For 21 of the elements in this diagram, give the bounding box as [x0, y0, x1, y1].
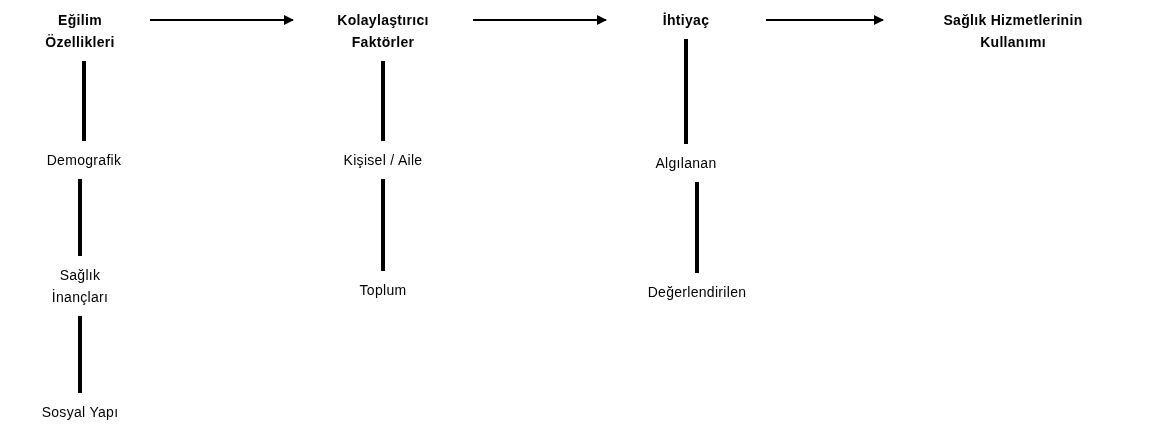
connector-line	[78, 179, 82, 256]
arrow	[765, 15, 884, 25]
connector-line	[82, 61, 86, 141]
item-label: Sosyal Yapı	[40, 403, 120, 422]
heading-label: Sağlık Hizmetlerinin Kullanımı	[942, 11, 1084, 52]
heading-label: Eğilim Özellikleri	[44, 11, 116, 52]
item-label: Demografik	[45, 151, 123, 170]
connector-line	[695, 182, 699, 273]
connector-line	[78, 316, 82, 393]
connector-line	[684, 39, 688, 144]
item-label: Değerlendirilen	[646, 283, 748, 302]
item-label: Sağlık İnançları	[50, 266, 110, 307]
item-label: Kişisel / Aile	[342, 151, 424, 170]
arrow	[149, 15, 294, 25]
heading-label: Kolaylaştırıcı Faktörler	[336, 11, 430, 52]
item-label: Toplum	[358, 281, 408, 300]
connector-line	[381, 179, 385, 271]
heading-label: İhtiyaç	[661, 11, 711, 30]
item-label: Algılanan	[654, 154, 718, 173]
arrow	[472, 15, 607, 25]
connector-line	[381, 61, 385, 141]
